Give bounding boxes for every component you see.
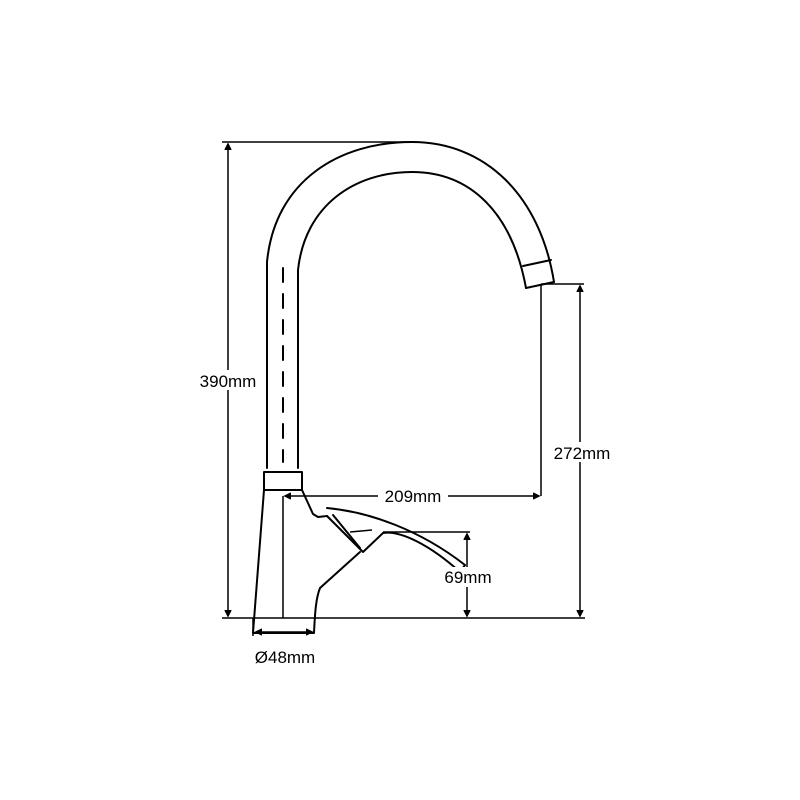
total-height-label: 390mm	[200, 372, 257, 391]
base-diameter-label: Ø48mm	[255, 648, 315, 667]
spout-reach-label: 209mm	[385, 487, 442, 506]
faucet-spout	[266, 141, 555, 469]
extension-lines	[222, 141, 585, 636]
collar	[263, 471, 303, 491]
handle-height-label: 69mm	[444, 568, 491, 587]
spout-height-label: 272mm	[554, 444, 611, 463]
